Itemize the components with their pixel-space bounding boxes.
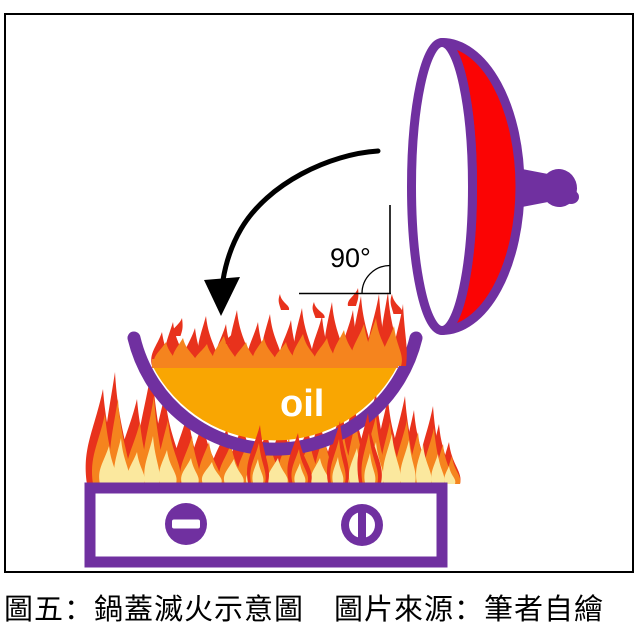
flame-tongue — [144, 436, 160, 484]
pan-rim — [127, 331, 423, 456]
flame-tongue — [127, 452, 145, 484]
flame-tongue — [114, 438, 130, 484]
diagram-frame — [4, 13, 634, 573]
flames-on-oil — [151, 292, 407, 368]
flame-tongue — [400, 440, 416, 484]
flame-tongue — [278, 294, 290, 310]
pot-lid — [407, 38, 579, 335]
angle-arc — [361, 264, 391, 294]
flame-tongue — [158, 450, 177, 484]
rotation-arrowhead-icon — [204, 277, 240, 316]
lid-rim-ellipse — [407, 38, 477, 335]
knob-vertical-bar-icon — [358, 511, 366, 539]
flame-tongue — [233, 342, 256, 366]
flame-tongue — [383, 434, 401, 484]
flame-tongue — [273, 342, 296, 366]
lid-knob-tip — [563, 190, 579, 204]
lid-knob-stem — [522, 169, 548, 207]
oil-label: oil — [280, 383, 325, 425]
rotation-arrow — [204, 148, 381, 316]
flame-tongue — [153, 342, 176, 366]
flame-tongue — [252, 459, 264, 483]
flame-tongue — [181, 458, 199, 484]
flame-tongue — [223, 459, 244, 484]
flame-tongue — [390, 294, 403, 314]
knob-horizontal-slot-icon — [172, 519, 200, 529]
flame-tongue — [252, 338, 277, 366]
lid-knob — [522, 169, 579, 207]
pan-oil — [152, 365, 398, 441]
flame-tongue — [416, 444, 432, 484]
flame-tongue — [312, 302, 325, 318]
stove — [84, 482, 448, 568]
stove-knob-left — [165, 503, 207, 545]
flame-tongue — [444, 466, 456, 484]
flame-tongue — [194, 344, 217, 366]
flame-tongue — [201, 462, 222, 484]
flame-tongue — [294, 463, 306, 483]
flame-tongue — [212, 336, 237, 366]
stove-knob-right — [341, 504, 383, 546]
flame-tongue — [332, 330, 357, 366]
flame-sparks — [171, 288, 403, 344]
flame-tongue — [292, 334, 317, 366]
flame-tongue — [267, 458, 288, 484]
flame-tongue — [314, 338, 337, 366]
flame-tongue — [172, 338, 197, 366]
flame-tongue — [171, 318, 183, 336]
flame-tongue — [382, 326, 402, 366]
flame-tongue — [311, 458, 329, 484]
flame-tongue — [347, 288, 359, 306]
angle-marker — [299, 205, 391, 295]
rotation-arrow-curve — [220, 148, 381, 283]
flame-tongue — [431, 454, 445, 484]
pan — [127, 331, 423, 456]
flame-tongue — [225, 330, 236, 344]
flame-tongue — [99, 446, 117, 484]
stove-body — [84, 482, 448, 568]
flame-tongue — [332, 457, 344, 483]
flames-front-of-pan — [247, 413, 382, 483]
angle-label: 90° — [330, 243, 371, 273]
figure-caption: 圖五：鍋蓋滅火示意圖 圖片來源：筆者自繪 — [4, 592, 605, 626]
flame-tongue — [364, 453, 376, 483]
